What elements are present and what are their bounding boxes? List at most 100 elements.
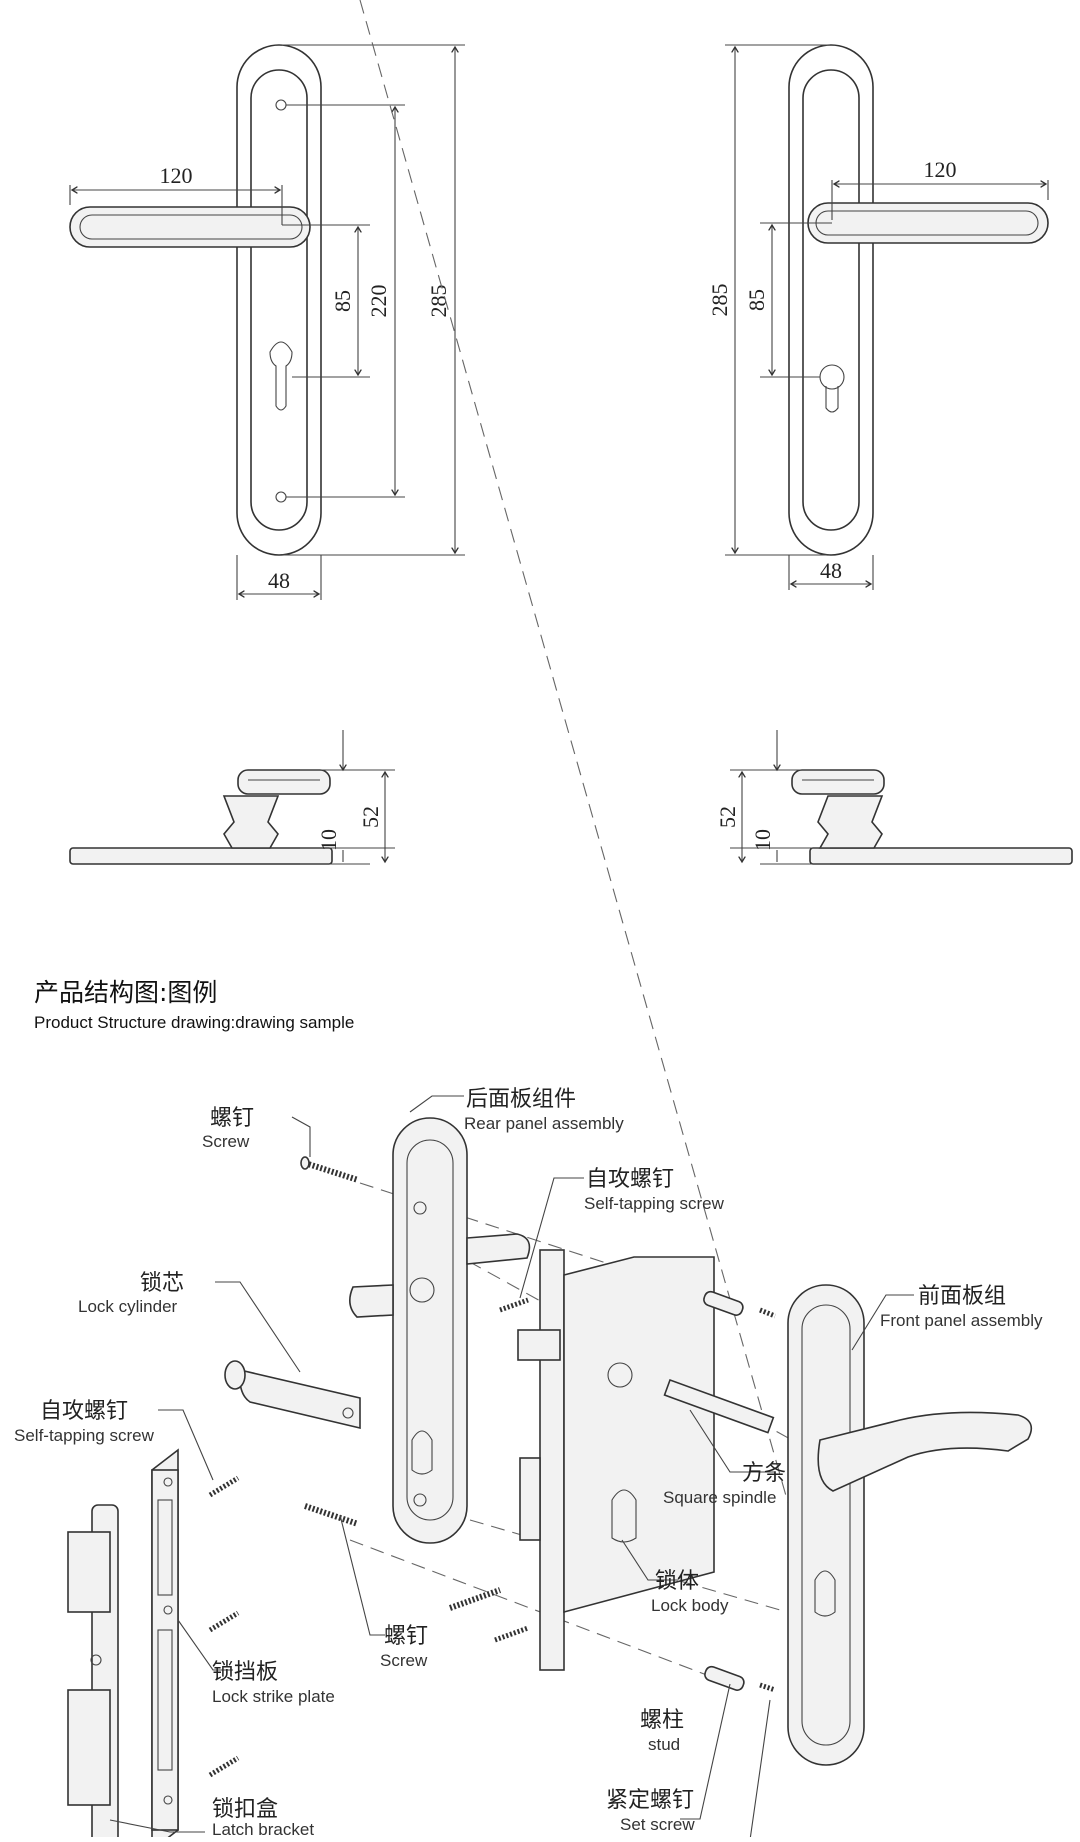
side-view-right: 52 10: [715, 730, 1073, 865]
label-latch-bracket-en: Latch bracket: [212, 1820, 314, 1837]
front-panel-inner: [801, 1304, 851, 1746]
lock-body-spindle-hole: [607, 1362, 633, 1388]
dim-plate-thickness-left: 10: [316, 829, 341, 851]
dim-plate-width-right: 48: [820, 558, 842, 583]
side-plate-right: [809, 847, 1073, 865]
lock-cylinder-part: [224, 1360, 361, 1430]
dim-handle-depth-right: 52: [715, 806, 740, 828]
dim-handle-length-left: 120: [160, 163, 193, 188]
section-heading: 产品结构图:图例 Product Structure drawing:drawi…: [34, 978, 354, 1034]
rear-panel-assembly: [349, 1117, 531, 1544]
label-latch-bracket-zh: 锁扣盒: [212, 1797, 278, 1822]
lever-handle-inner-left: [79, 214, 303, 240]
plate-outline-left: [236, 44, 322, 556]
label-lock-cylinder-en: Lock cylinder: [78, 1297, 178, 1316]
label-screw-bottom-zh: 螺钉: [384, 1624, 428, 1649]
label-stud-en: stud: [648, 1735, 680, 1754]
plate-inner-right: [802, 69, 860, 531]
label-stud-zh: 螺柱: [640, 1708, 684, 1733]
screw-hole-top-left: [275, 99, 287, 111]
dim-plate-thickness-right: 10: [750, 829, 775, 851]
dim-handle-depth-left: 52: [358, 806, 383, 828]
side-neck-right: [817, 795, 884, 849]
screw-hole-bottom-left: [275, 491, 287, 503]
screw-top-part: [300, 1156, 359, 1183]
cylinder-thumb: [224, 1360, 246, 1390]
front-view-right: 120 85 285 48: [707, 44, 1049, 590]
strike-plate-face: [151, 1469, 179, 1831]
label-screw-top-en: Screw: [202, 1132, 250, 1151]
dim-plate-width-left: 48: [268, 568, 290, 593]
label-lock-cylinder-zh: 锁芯: [140, 1271, 184, 1296]
label-lock-body-zh: 锁体: [655, 1569, 699, 1594]
dim-spindle-cylinder-left: 85: [330, 290, 355, 312]
screw-bottom-part: [304, 1503, 359, 1527]
label-rear-panel-en: Rear panel assembly: [464, 1114, 624, 1133]
cylinder-body: [238, 1369, 361, 1430]
label-self-tapping-top-en: Self-tapping screw: [584, 1194, 725, 1213]
side-plate-left: [69, 847, 333, 865]
front-view-left: 120 85 220 285 48: [69, 44, 465, 600]
label-rear-panel-zh: 后面板组件: [466, 1087, 576, 1112]
rear-screw-hole-top: [413, 1201, 427, 1215]
label-front-panel-en: Front panel assembly: [880, 1311, 1043, 1330]
plate-inner-left: [250, 69, 308, 531]
self-tapping-screws-left: [208, 1475, 240, 1778]
strike-plate-part: [151, 1448, 179, 1842]
dim-plate-height-right: 285: [707, 284, 732, 317]
lock-body-part: [517, 1249, 715, 1671]
heading-en: Product Structure drawing:drawing sample: [34, 1013, 355, 1032]
stud-parts: [703, 1290, 776, 1693]
plate-outline-right: [788, 44, 874, 556]
front-lever-handle: [817, 1411, 1033, 1492]
side-view-left: 52 10: [69, 730, 395, 865]
rear-screw-hole-bottom: [413, 1493, 427, 1507]
exploded-view: 螺钉 Screw 后面板组件 Rear panel assembly 自攻螺钉 …: [14, 0, 1043, 1842]
rear-panel-inner: [406, 1139, 454, 1521]
label-self-tapping-left-zh: 自攻螺钉: [40, 1399, 128, 1424]
label-set-screw-en: Set screw: [620, 1815, 695, 1834]
label-square-spindle-zh: 方条: [742, 1461, 786, 1486]
label-screw-top-zh: 螺钉: [210, 1106, 254, 1131]
lock-body-latch: [517, 1329, 561, 1361]
lock-body-deadbolt: [519, 1457, 541, 1541]
keyhole-left: [269, 341, 293, 411]
rear-panel-outline: [392, 1117, 468, 1544]
label-front-panel-zh: 前面板组: [918, 1284, 1006, 1309]
label-screw-bottom-en: Screw: [380, 1651, 428, 1670]
heading-zh: 产品结构图:图例: [34, 978, 218, 1007]
side-rose-right: [791, 769, 885, 795]
label-self-tapping-left-en: Self-tapping screw: [14, 1426, 155, 1445]
latch-bracket-box-bottom: [67, 1689, 111, 1806]
rear-keyhole: [411, 1430, 433, 1475]
label-set-screw-zh: 紧定螺钉: [606, 1788, 694, 1813]
lever-handle-left: [69, 206, 311, 248]
front-panel-assembly: [787, 1284, 1033, 1766]
keyhole-right: [825, 386, 839, 413]
side-neck-left: [222, 795, 280, 849]
label-strike-plate-en: Lock strike plate: [212, 1687, 335, 1706]
rear-thumb-turn: [409, 1277, 435, 1303]
label-self-tapping-top-zh: 自攻螺钉: [586, 1167, 674, 1192]
dim-handle-length-right: 120: [924, 157, 957, 182]
rear-lever-stub: [466, 1233, 531, 1265]
lock-body-faceplate: [539, 1249, 565, 1671]
lock-body-case: [563, 1256, 715, 1614]
label-strike-plate-zh: 锁挡板: [212, 1660, 278, 1685]
rear-rose-stub: [349, 1284, 394, 1318]
label-square-spindle-en: Square spindle: [663, 1488, 776, 1507]
cylinder-right: [819, 364, 845, 390]
lever-handle-right: [807, 202, 1049, 244]
dim-spindle-cylinder-right: 85: [744, 289, 769, 311]
front-panel-outline: [787, 1284, 865, 1766]
dim-plate-height-left: 285: [426, 285, 451, 318]
latch-bracket-box-top: [67, 1531, 111, 1613]
latch-bracket-part: [67, 1504, 119, 1842]
side-rose-left: [237, 769, 331, 795]
front-keyhole: [814, 1570, 836, 1617]
self-tapping-screws-body: [448, 1297, 529, 1643]
dim-screw-spacing-left: 220: [366, 285, 391, 318]
label-lock-body-en: Lock body: [651, 1596, 729, 1615]
